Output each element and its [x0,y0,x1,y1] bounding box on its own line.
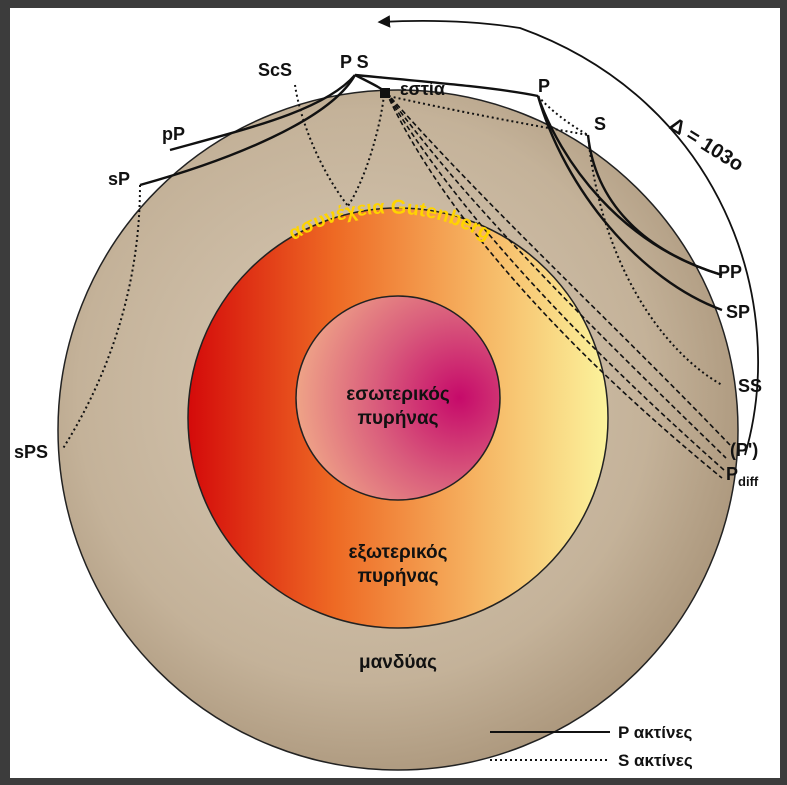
ray-Pprime-2 [385,91,727,459]
label-SS: SS [738,376,762,396]
label-mantle: μανδύας [359,652,437,673]
diffracted-rays [385,91,731,479]
label-Pprime: (P') [730,440,758,460]
label-S: S [594,114,606,134]
label-inner-core-2: πυρήνας [357,408,438,429]
label-pP: pP [162,124,185,144]
label-P: P [538,76,550,96]
ray-SP-dotted [537,95,589,136]
label-Pdiff-sub: diff [738,474,759,489]
label-PP: PP [718,262,742,282]
label-sP: sP [108,169,130,189]
ray-sPS [61,184,141,451]
ray-SP [536,95,723,312]
delta-arrow [377,15,759,456]
legend-p-label: P ακτίνες [618,723,693,742]
ray-PP-from-S [586,134,723,277]
s-rays [61,84,723,451]
label-outer-core-1: εξωτερικός [349,542,448,563]
legend-s-label: S ακτίνες [618,751,693,770]
ray-S-to-S [383,94,589,136]
p-rays [139,73,723,312]
ray-sP [139,74,357,187]
label-sPS: sPS [14,442,48,462]
ray-pP [169,74,356,152]
inner-core-disk [295,295,501,501]
label-PS: P S [340,52,369,72]
label-Pdiff-main: P [726,464,738,484]
label-SP: SP [726,302,750,322]
label-focus: εστία [400,79,445,99]
label-outer-core-2: πυρήνας [357,566,438,587]
ray-Pdiff-2 [385,91,723,479]
ray-Pprime-1 [385,91,731,446]
label-Pdiff: Pdiff [726,464,759,489]
focus-marker [380,88,390,98]
label-ScS: ScS [258,60,292,80]
ray-P-to-P [354,73,539,98]
ray-ScS-right [347,94,385,207]
label-delta: Δ = 103ο [665,114,747,177]
legend: P ακτίνες S ακτίνες [490,723,693,770]
label-inner-core-1: εσωτερικός [346,384,450,405]
